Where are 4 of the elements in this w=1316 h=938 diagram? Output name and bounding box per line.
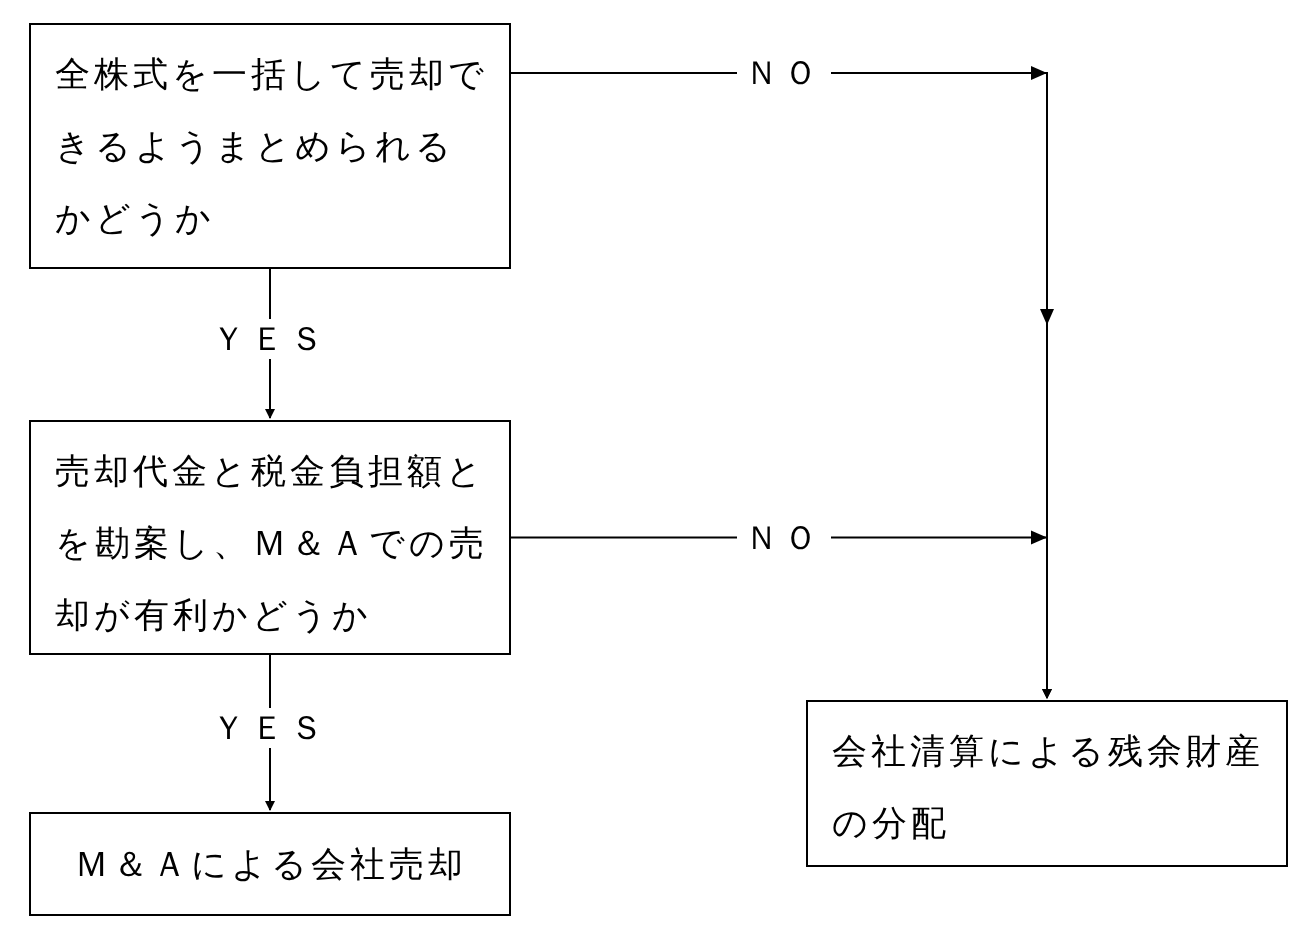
process-box: 会社清算による残余財産の分配	[806, 700, 1288, 867]
process-box: Ｍ＆Ａによる会社売却	[29, 812, 511, 916]
process-box: 売却代金と税金負担額とを勘案し、Ｍ＆Ａでの売却が有利かどうか	[29, 420, 511, 655]
process-box: 全株式を一括して売却できるようまとめられるかどうか	[29, 23, 511, 269]
